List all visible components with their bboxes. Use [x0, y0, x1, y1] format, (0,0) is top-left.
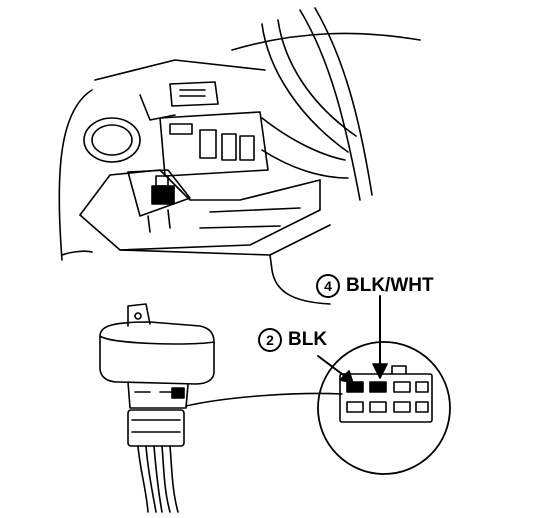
relay-illustration	[99, 303, 343, 513]
terminal-2-wire-color: BLK	[288, 329, 328, 350]
callout-terminal-2: 2 BLK	[258, 328, 327, 352]
callout-arrows	[317, 295, 388, 384]
dashboard-illustration	[58, 7, 421, 305]
callout-terminal-4: 4 BLK/WHT	[316, 274, 434, 298]
connector-detail	[317, 341, 451, 475]
terminal-2-number: 2	[258, 328, 282, 352]
terminal-4-number: 4	[316, 274, 340, 298]
terminal-4-wire-color: BLK/WHT	[346, 275, 434, 296]
